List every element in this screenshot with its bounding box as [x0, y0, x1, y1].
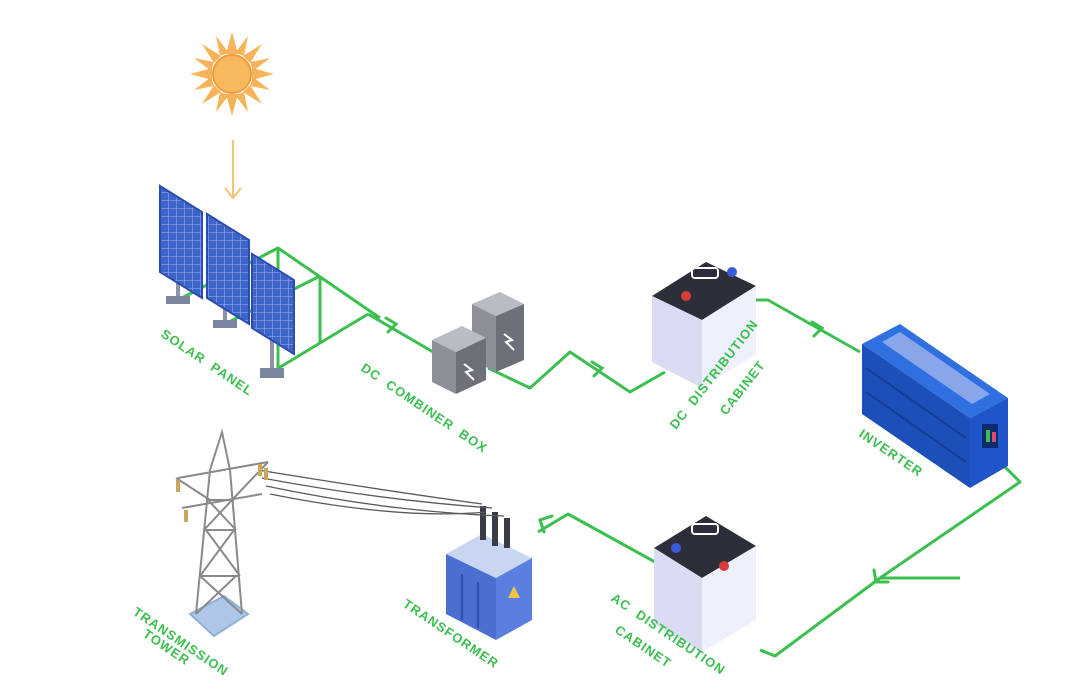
dc-distribution-cabinet	[652, 262, 756, 388]
power-lines	[257, 469, 505, 517]
wire-ac-cabinet-to-transformer	[537, 512, 656, 564]
solar-panel-3	[251, 252, 295, 378]
transmission-tower	[175, 428, 269, 638]
flow-arrow-5	[538, 514, 554, 534]
wire-panel-to-combiner	[367, 312, 441, 358]
wire-inverter-to-ac-cabinet	[879, 460, 1022, 580]
wire-dc-cabinet-to-inverter	[752, 298, 861, 354]
inverter	[862, 324, 1008, 488]
solar-panel-2	[206, 212, 250, 328]
solar-panel-array	[159, 184, 295, 378]
wire-ac-cabinet-bottom	[759, 576, 881, 658]
diagram-labels: SOLAR PANEL DC COMBINER BOX DC DISTRIBUT…	[130, 317, 926, 679]
sunlight-arrow	[224, 140, 242, 200]
label-solar-panel: SOLAR PANEL	[158, 326, 256, 399]
flow-arrow-1	[384, 316, 399, 334]
transformer	[446, 506, 532, 640]
wire-combiner-to-dc-cabinet	[487, 350, 666, 394]
flow-arrow-2	[590, 360, 605, 378]
solar-panel-1	[159, 184, 203, 304]
ac-distribution-cabinet	[654, 516, 756, 652]
sun-icon	[190, 32, 274, 116]
combiner-box-front	[432, 326, 486, 394]
tower-insulators	[176, 464, 268, 522]
dc-combiner-box	[432, 292, 524, 394]
flow-arrow-3	[810, 320, 825, 338]
flow-arrow-4	[872, 568, 890, 584]
flow-arrows	[384, 316, 890, 584]
